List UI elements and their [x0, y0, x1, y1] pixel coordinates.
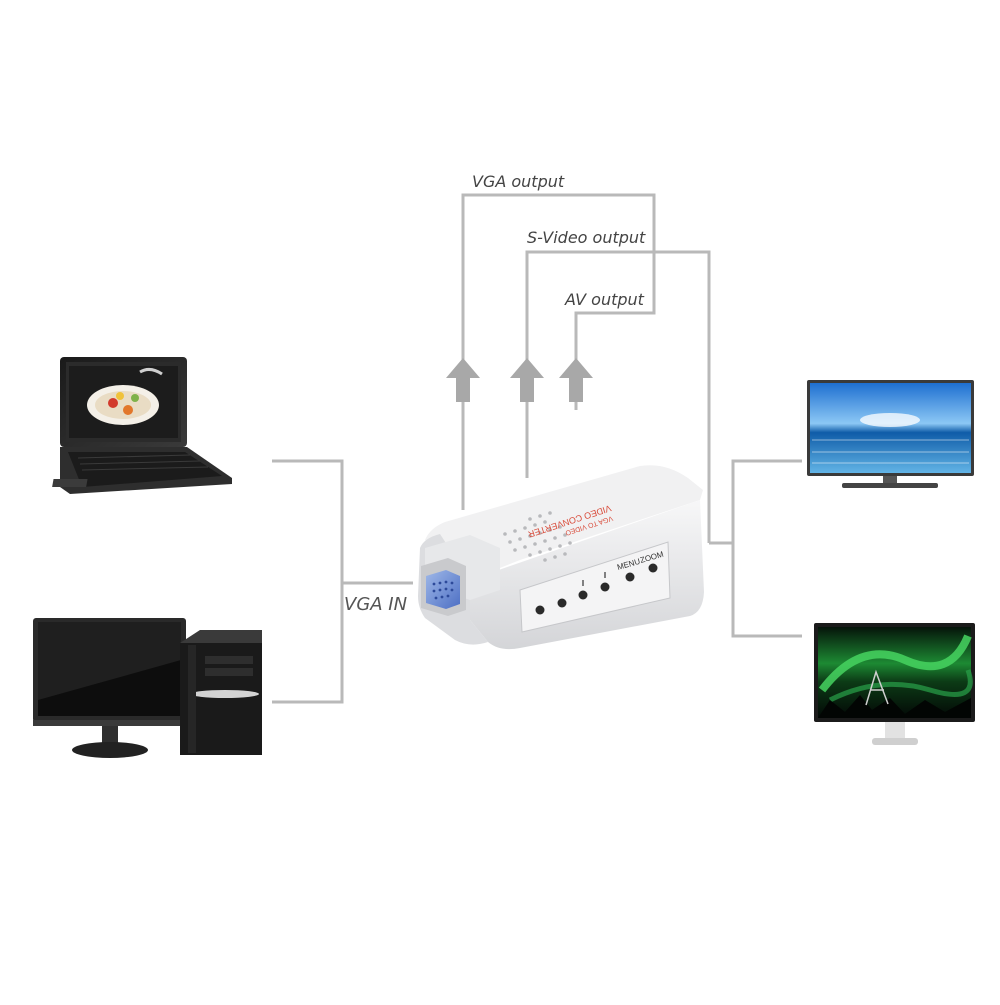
up-arrow-icons — [446, 358, 593, 402]
vent-grille — [503, 511, 572, 562]
monitor-icon — [814, 623, 975, 745]
input-bracket-line — [272, 459, 344, 704]
svideo-output-label: S-Video output — [527, 228, 646, 247]
up-arrow-icon — [559, 358, 593, 402]
vga-in-label: VGA IN — [344, 594, 408, 615]
av-output-label: AV output — [565, 290, 644, 309]
laptop-icon — [52, 357, 232, 494]
up-arrow-icon — [446, 358, 480, 402]
up-arrow-icon — [510, 358, 544, 402]
control-buttons — [535, 563, 658, 615]
vga-output-line — [461, 193, 656, 510]
vga-output-label: VGA output — [472, 172, 565, 191]
output-bracket-line — [731, 459, 802, 638]
button-marks — [582, 572, 606, 586]
vga-port — [421, 558, 466, 616]
desktop-computer-icon — [33, 618, 262, 758]
video-converter-box — [418, 465, 704, 650]
flat-tv-icon — [807, 380, 974, 488]
